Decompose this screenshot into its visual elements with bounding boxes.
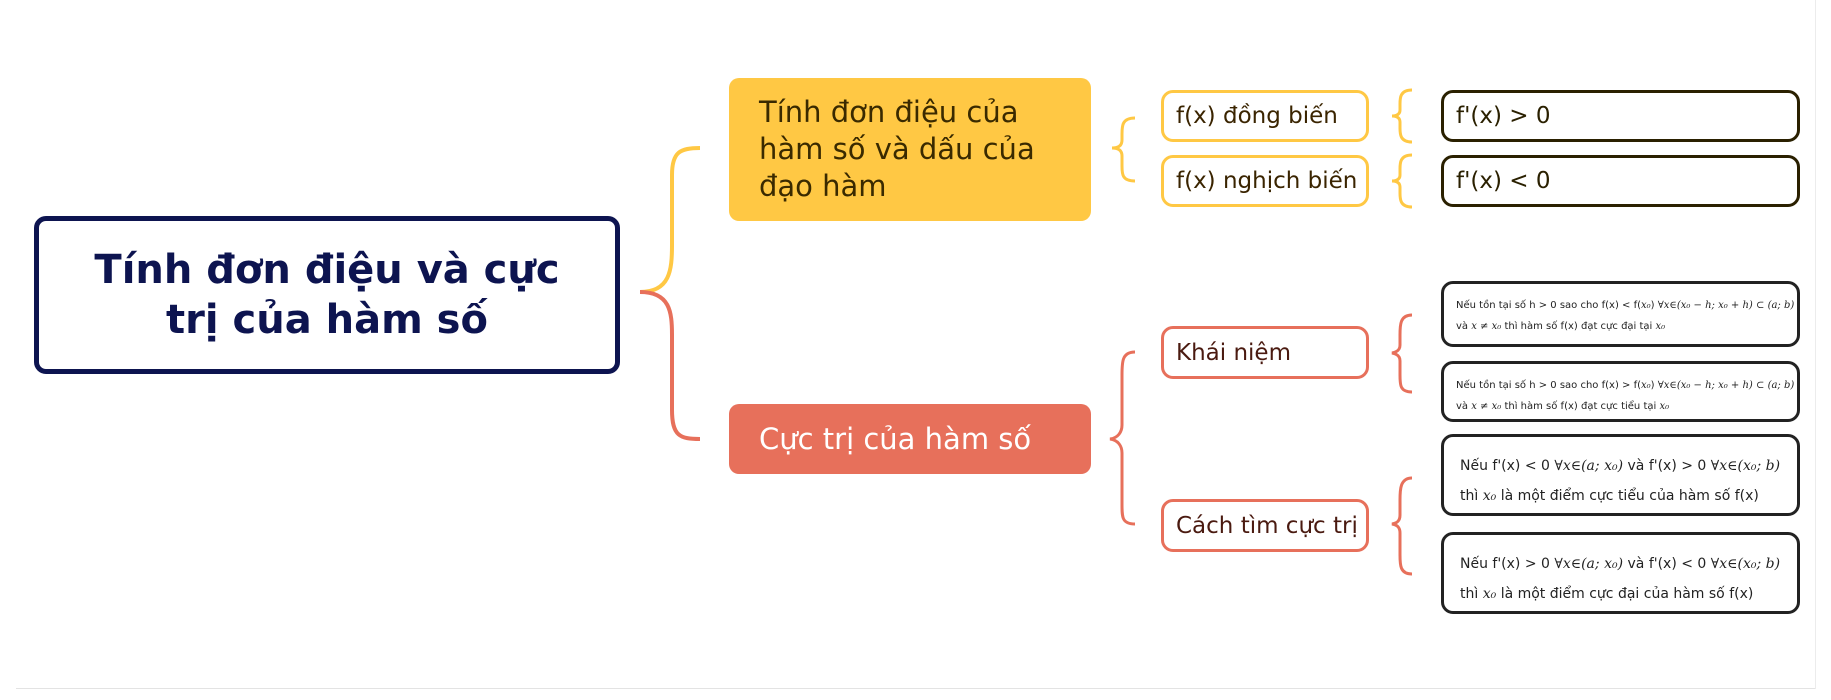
text-fragment: và f'(x) > 0 [1627,458,1707,474]
math-fragment: x₀ [1641,380,1651,391]
math-fragment: x₀ [1641,300,1651,311]
detail-dong-bien[interactable]: f'(x) > 0 [1441,90,1800,142]
math-fragment: ∀x∈(x₀; b) [1710,556,1781,572]
detail-cuc-dai-line1: Nếu tồn tại số h > 0 sao cho f(x) < f(x₀… [1456,295,1794,316]
detail-cuc-tieu-line2: và x ≠ x₀ thì hàm số f(x) đạt cực tiểu t… [1456,396,1787,417]
text-fragment: Nếu tồn tại số h > 0 sao cho f(x) < f( [1456,300,1641,311]
text-fragment: là một điểm cực tiểu của hàm số f(x) [1500,488,1759,504]
root-label: Tính đơn điệu và cực trị của hàm số [94,247,560,343]
detail-find-minimum[interactable]: Nếu f'(x) < 0 ∀x∈(a; x₀) và f'(x) > 0 ∀x… [1441,434,1800,516]
detail-cuc-tieu-line1: Nếu tồn tại số h > 0 sao cho f(x) > f(x₀… [1456,375,1794,396]
brace-dongbien [1391,88,1413,144]
text-fragment: thì [1460,488,1479,504]
text-fragment: ) [1650,380,1655,391]
canvas-right-border [1815,0,1816,689]
branch-monotonicity[interactable]: Tính đơn điệu của hàm số và dấu của đạo … [729,78,1091,221]
text-fragment: Nếu f'(x) > 0 [1460,556,1550,572]
detail-cuc-tieu-definition[interactable]: Nếu tồn tại số h > 0 sao cho f(x) > f(x₀… [1441,361,1800,422]
brace-cachtim [1391,476,1413,576]
connector-root-branch2 [639,290,701,441]
branch-extrema-label: Cực trị của hàm số [759,422,1032,456]
node-dong-bien[interactable]: f(x) đồng biến [1161,90,1369,142]
text-fragment: là một điểm cực đại của hàm số f(x) [1500,586,1754,602]
text-fragment: và [1456,401,1469,412]
node-khai-niem[interactable]: Khái niệm [1161,326,1369,379]
node-cach-tim[interactable]: Cách tìm cực trị [1161,499,1369,552]
node-khai-niem-label: Khái niệm [1176,339,1291,366]
math-fragment: ∀x∈(x₀ − h; x₀ + h) ⊂ (a; b) [1657,380,1795,391]
text-fragment: và f'(x) < 0 [1627,556,1707,572]
text-fragment: Nếu f'(x) < 0 [1460,458,1550,474]
text-fragment: ) [1650,300,1655,311]
node-dong-bien-label: f(x) đồng biến [1176,103,1338,129]
canvas-bottom-border [16,688,1816,689]
detail-nghich-bien[interactable]: f'(x) < 0 [1441,155,1800,207]
math-fragment: x₀ [1482,488,1497,504]
math-fragment: ∀x∈(a; x₀) [1554,556,1624,572]
branch-extrema[interactable]: Cực trị của hàm số [729,404,1091,474]
node-nghich-bien[interactable]: f(x) nghịch biến [1161,155,1369,207]
brace-khainiem [1391,313,1413,394]
node-cach-tim-label: Cách tìm cực trị [1176,512,1358,539]
detail-find-minimum-line2: thì x₀ là một điểm cực tiểu của hàm số f… [1460,481,1787,511]
detail-find-maximum-line1: Nếu f'(x) > 0 ∀x∈(a; x₀) và f'(x) < 0 ∀x… [1460,549,1787,579]
brace-branch1 [1111,116,1136,183]
text-fragment: Nếu tồn tại số h > 0 sao cho f(x) > f( [1456,380,1641,391]
math-fragment: x₀ [1659,401,1670,412]
detail-find-maximum-line2: thì x₀ là một điểm cực đại của hàm số f(… [1460,579,1787,609]
math-fragment: x ≠ x₀ [1471,401,1502,412]
math-fragment: ∀x∈(x₀ − h; x₀ + h) ⊂ (a; b) [1657,300,1795,311]
text-fragment: thì hàm số f(x) đạt cực tiểu tại [1504,401,1657,412]
connector-root-branch1 [639,146,701,294]
brace-branch2 [1109,350,1136,526]
detail-cuc-dai-line2: và x ≠ x₀ thì hàm số f(x) đạt cực đại tạ… [1456,316,1787,337]
text-fragment: và [1456,321,1469,332]
node-nghich-bien-label: f(x) nghịch biến [1176,168,1358,194]
detail-cuc-dai-definition[interactable]: Nếu tồn tại số h > 0 sao cho f(x) < f(x₀… [1441,281,1800,347]
detail-dong-bien-text: f'(x) > 0 [1456,103,1551,129]
detail-find-maximum[interactable]: Nếu f'(x) > 0 ∀x∈(a; x₀) và f'(x) < 0 ∀x… [1441,532,1800,614]
detail-find-minimum-line1: Nếu f'(x) < 0 ∀x∈(a; x₀) và f'(x) > 0 ∀x… [1460,451,1787,481]
text-fragment: thì [1460,586,1479,602]
math-fragment: ∀x∈(x₀; b) [1710,458,1781,474]
math-fragment: ∀x∈(a; x₀) [1554,458,1624,474]
math-fragment: x₀ [1482,586,1497,602]
branch-monotonicity-label: Tính đơn điệu của hàm số và dấu của đạo … [759,95,1035,203]
root-node[interactable]: Tính đơn điệu và cực trị của hàm số [34,216,620,374]
brace-nghichbien [1391,153,1413,209]
math-fragment: x₀ [1655,321,1666,332]
text-fragment: thì hàm số f(x) đạt cực đại tại [1504,321,1653,332]
math-fragment: x ≠ x₀ [1471,321,1502,332]
detail-nghich-bien-text: f'(x) < 0 [1456,168,1551,194]
